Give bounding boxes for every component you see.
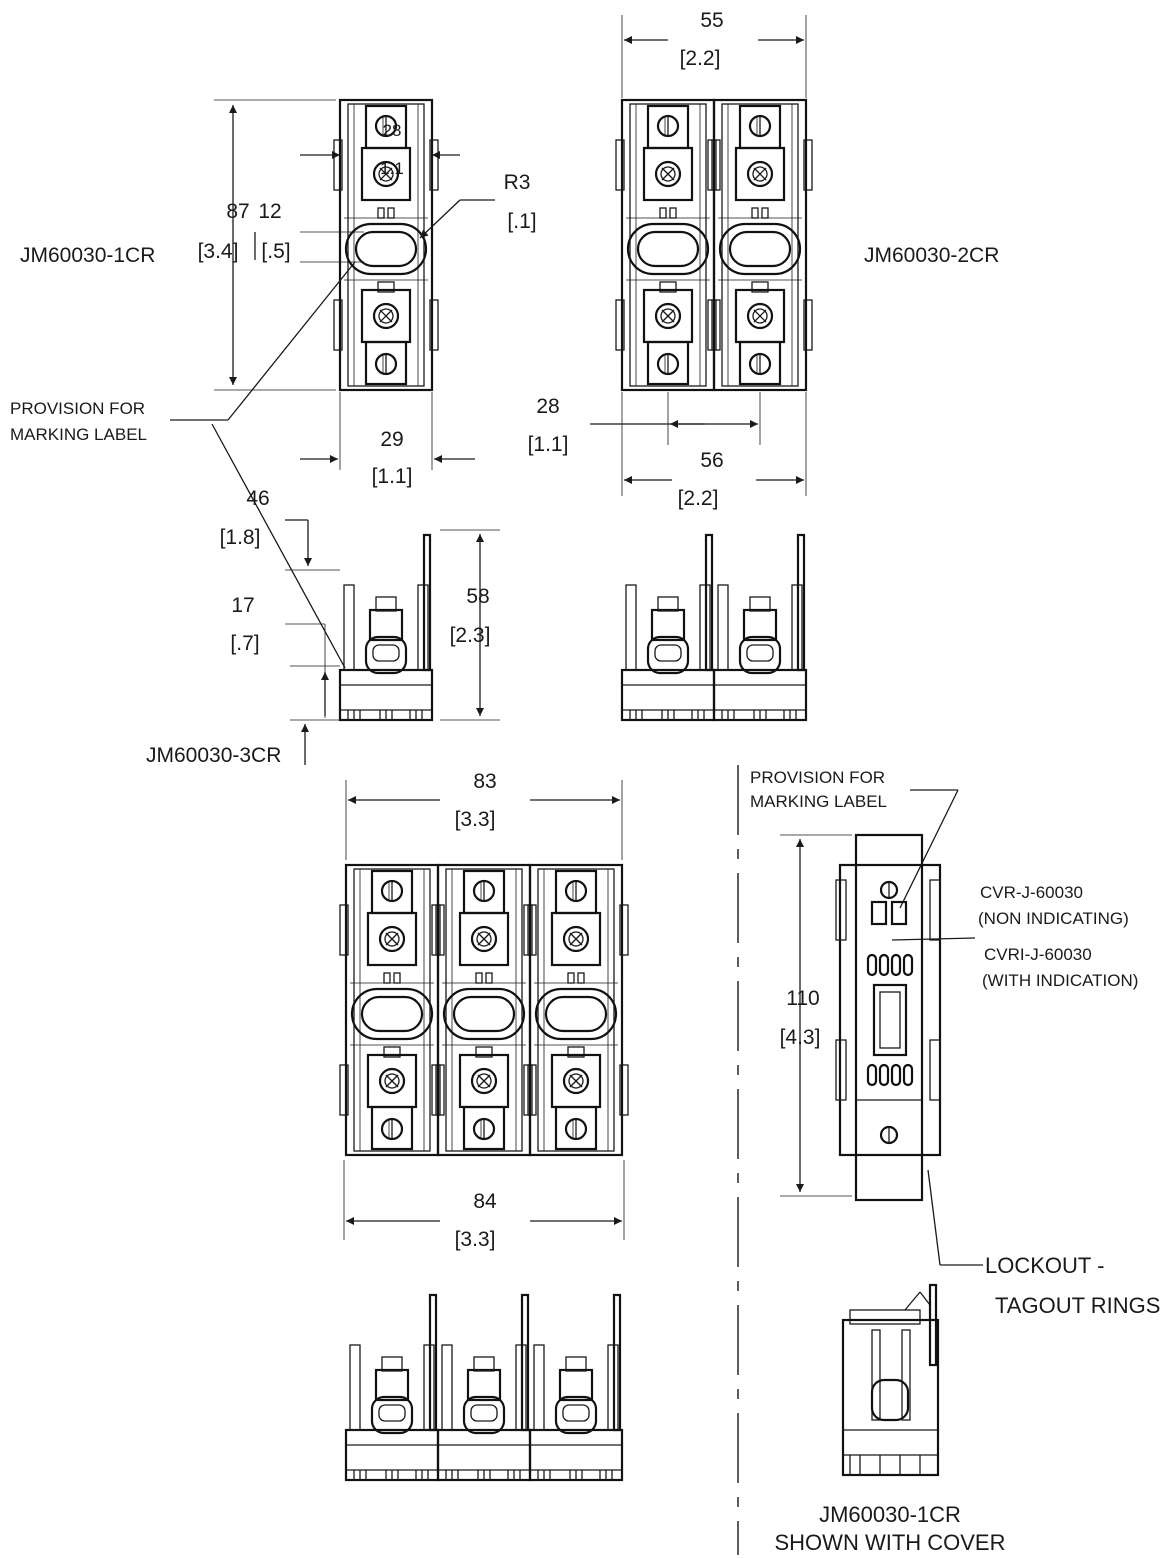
three-width-in: [3.3]: [455, 1228, 496, 1251]
cover-side-view: [841, 1283, 940, 1477]
one-pole-side-view: [338, 533, 434, 722]
marking-label-callout: PROVISION FOR MARKING LABEL: [10, 261, 356, 669]
three-width-mm: 84: [473, 1190, 497, 1213]
one-slot-in: [.5]: [261, 240, 290, 263]
model-one-pole: JM60030-1CR: [20, 244, 155, 267]
marking-label-line-2: MARKING LABEL: [10, 425, 147, 444]
one-pole-top-view: [332, 98, 440, 392]
one-side-mm: 58: [466, 585, 489, 608]
cover-caption-line-2: SHOWN WITH COVER: [775, 1530, 1006, 1555]
cvr-line-1: CVR-J-60030: [980, 883, 1083, 902]
one-slot-mm: 12: [258, 200, 281, 223]
two-pole-top-view: [614, 98, 814, 392]
cover-label-callout: PROVISION FOR MARKING LABEL: [750, 768, 959, 909]
three-pole-top-view: [338, 863, 630, 1157]
one-radius-mm: R3: [504, 171, 531, 194]
one-height-mm: 87: [226, 200, 249, 223]
one-low-in: [.7]: [230, 632, 259, 655]
two-width-in: [2.2]: [678, 487, 719, 510]
one-top-in: [1.8]: [220, 526, 261, 549]
one-pole-slot-dimension: 12 [.5]: [254, 200, 364, 263]
two-pitch-in: [1.1]: [528, 433, 569, 456]
two-width-mm: 56: [700, 449, 723, 472]
one-width-in: [1.1]: [372, 465, 413, 488]
cvri-line-2: (WITH INDICATION): [982, 971, 1138, 990]
cover-h-mm: 110: [786, 987, 819, 1010]
two-pitch-mm: 28: [536, 395, 559, 418]
cover-h-in: [4.3]: [780, 1026, 821, 1049]
three-pole-dimensions: 83 [3.3] 84 [3.3]: [343, 770, 625, 1251]
cover-caption-line-1: JM60030-1CR: [819, 1502, 961, 1527]
three-top-in: [3.3]: [455, 808, 496, 831]
cvri-line-1: CVRI-J-60030: [984, 945, 1092, 964]
one-side-in: [2.3]: [450, 624, 491, 647]
one-pole-inner-dimension: 28 1.1: [300, 121, 460, 178]
cover-top-view: [835, 833, 942, 1202]
two-top-mm: 55: [700, 9, 723, 32]
one-low-mm: 17: [231, 594, 254, 617]
one-pole-height-dimension: 87 [3.4]: [198, 99, 336, 391]
one-inner-mm: 28: [383, 121, 402, 140]
two-pole-dimensions: 55 [2.2] 28 [1.1] 56 [2.2]: [528, 9, 807, 510]
one-inner-in: 1.1: [380, 159, 404, 178]
one-radius-in: [.1]: [507, 210, 536, 233]
one-pole-side-dimensions: 46 [1.8] 17 [.7] 58 [2.3]: [220, 487, 500, 765]
cvr-line-2: (NON INDICATING): [978, 909, 1129, 928]
one-width-mm: 29: [380, 428, 403, 451]
three-top-mm: 83: [473, 770, 496, 793]
one-pole-width-dimension: 29 [1.1]: [300, 392, 475, 488]
one-pole-radius-dimension: R3 [.1]: [419, 171, 537, 239]
cover-dimensions: 110 [4.3]: [780, 834, 852, 1197]
cover-label-line-1: PROVISION FOR: [750, 768, 885, 787]
lockout-callout: LOCKOUT - TAGOUT RINGS: [927, 1169, 1160, 1318]
lockout-line-1: LOCKOUT -: [985, 1253, 1104, 1278]
cover-label-line-2: MARKING LABEL: [750, 792, 887, 811]
model-three-pole: JM60030-3CR: [146, 744, 281, 767]
lockout-line-2: TAGOUT RINGS: [995, 1293, 1160, 1318]
cover-part-notes: CVR-J-60030 (NON INDICATING) CVRI-J-6003…: [891, 883, 1138, 990]
two-top-in: [2.2]: [680, 47, 721, 70]
one-height-in: [3.4]: [198, 240, 239, 263]
three-pole-side-view: [344, 1293, 624, 1482]
marking-label-line-1: PROVISION FOR: [10, 399, 145, 418]
one-top-mm: 46: [246, 487, 269, 510]
model-two-pole: JM60030-2CR: [864, 244, 999, 267]
two-pole-side-view: [620, 533, 808, 722]
